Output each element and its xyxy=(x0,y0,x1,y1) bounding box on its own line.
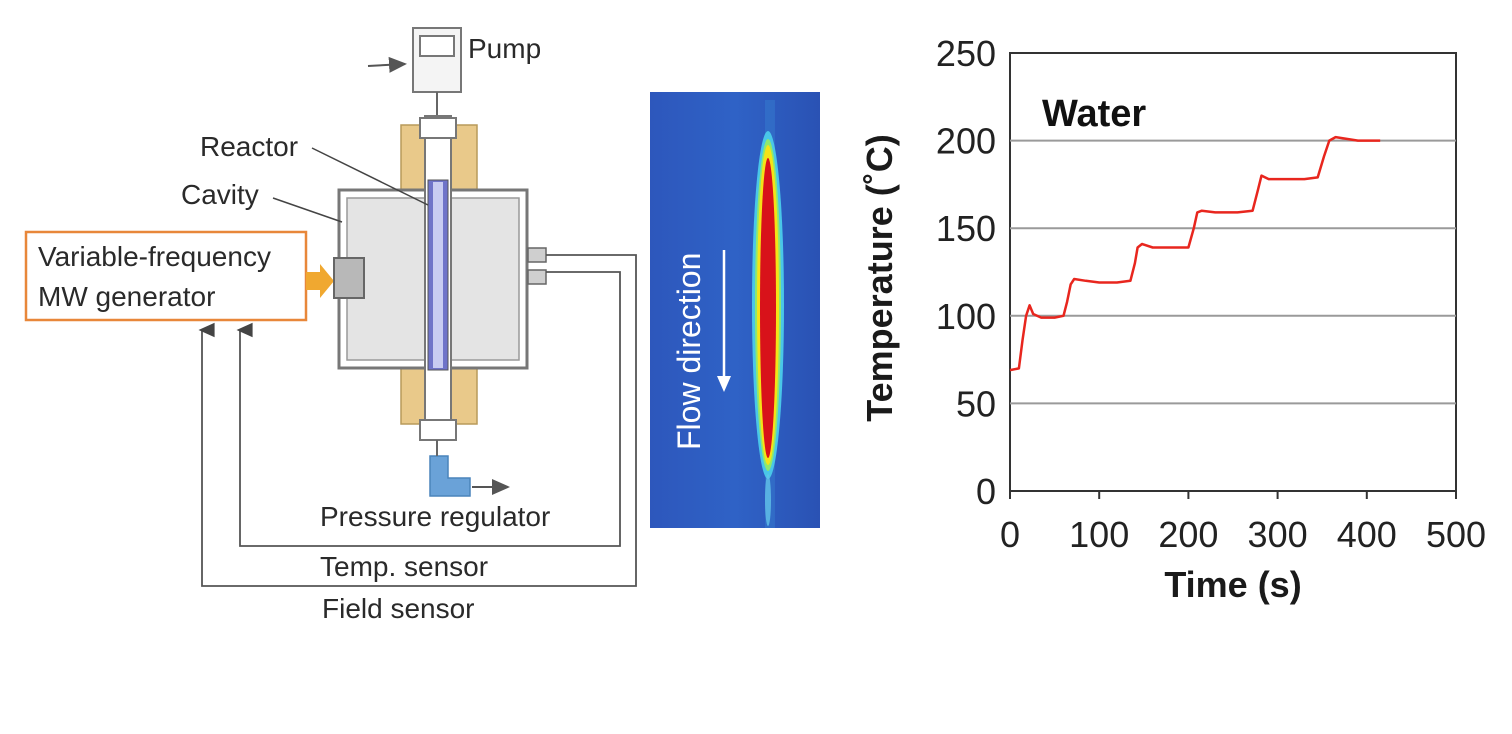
y-tick-labels: 0 50 100 150 200 250 xyxy=(936,33,996,512)
thermal-hotspot-core xyxy=(760,158,776,458)
flow-direction-label: Flow direction xyxy=(671,253,707,450)
x-tick-label: 0 xyxy=(1000,514,1020,555)
flow-direction-arrow xyxy=(717,250,731,392)
x-tick-label: 300 xyxy=(1248,514,1308,555)
y-tick-label: 150 xyxy=(936,208,996,249)
x-axis-title: Time (s) xyxy=(1164,564,1301,605)
plot-area xyxy=(1009,52,1457,492)
reactor-label: Reactor xyxy=(200,131,298,162)
cavity-label: Cavity xyxy=(181,179,259,210)
microwave-feed-arrow xyxy=(306,264,334,298)
pump-inlet-arrow xyxy=(367,56,407,73)
mw-generator-label-line2: MW generator xyxy=(38,281,215,312)
mw-generator-box xyxy=(24,230,308,322)
thermal-background xyxy=(650,92,820,528)
y-tick-label: 200 xyxy=(936,121,996,162)
temp-sensor-line xyxy=(236,271,621,547)
grid-lines xyxy=(1010,139,1456,405)
mw-generator-label-line1: Variable-frequency xyxy=(38,241,271,272)
y-tick-label: 250 xyxy=(936,33,996,74)
pump-label: Pump xyxy=(468,33,541,64)
temp-sensor-port xyxy=(527,247,547,263)
temp-sensor-label: Temp. sensor xyxy=(320,551,488,582)
series-layer xyxy=(1009,135,1381,372)
temperature-chart: 0 50 100 150 200 250 0 100 200 300 400 500 Water T… xyxy=(859,33,1486,605)
reactor-leader xyxy=(311,147,429,206)
waveguide-port xyxy=(333,257,365,299)
x-tick-label: 200 xyxy=(1158,514,1218,555)
x-tick-label: 500 xyxy=(1426,514,1486,555)
pressure-regulator-icon xyxy=(429,455,471,497)
cavity-leader xyxy=(272,197,343,223)
temperature-series-line xyxy=(1009,135,1381,372)
x-tick-label: 100 xyxy=(1069,514,1129,555)
reactor-schematic: Pump Reactor Cavity Variable-frequency M… xyxy=(24,27,637,624)
y-tick-label: 100 xyxy=(936,296,996,337)
pump-icon xyxy=(412,27,462,118)
field-sensor-port xyxy=(527,269,547,285)
chart-title: Water xyxy=(1042,93,1146,135)
field-sensor-label: Field sensor xyxy=(322,593,475,624)
y-axis-title: Temperature (˚C) xyxy=(859,134,900,421)
field-sensor-line xyxy=(198,254,637,587)
thermal-image: Flow direction xyxy=(650,92,820,528)
y-tick-label: 50 xyxy=(956,383,996,424)
reactor-tube xyxy=(419,115,457,441)
y-tick-label: 0 xyxy=(976,471,996,512)
x-tick-labels: 0 100 200 300 400 500 xyxy=(1000,491,1486,555)
x-tick-label: 400 xyxy=(1337,514,1397,555)
pressure-regulator-label: Pressure regulator xyxy=(320,501,550,532)
